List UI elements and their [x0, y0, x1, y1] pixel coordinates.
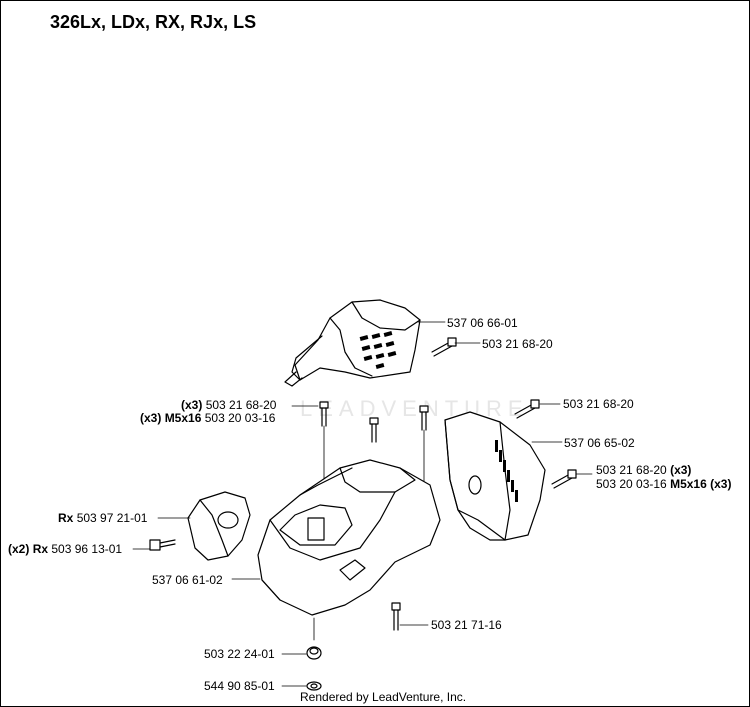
nut-part[interactable]: [306, 681, 322, 691]
spec-text: M5x16: [670, 477, 707, 491]
part-number: 503 20 03-16: [204, 411, 276, 425]
label-air-screw: (x2) Rx 503 96 13-01: [8, 542, 122, 556]
leader-lines: [132, 321, 593, 687]
label-right-top-screw: 503 21 68-20: [563, 397, 634, 411]
label-nut: 544 90 85-01: [204, 679, 275, 693]
part-number: 503 96 13-01: [51, 542, 123, 556]
part-number: 503 97 21-01: [76, 511, 148, 525]
qty-text: (x3): [181, 398, 203, 412]
qty-text: (x2): [8, 542, 30, 556]
label-top-cover: 537 06 66-01: [447, 316, 518, 330]
label-right-screws-2: 503 20 03-16 M5x16 (x3): [596, 477, 731, 491]
air-filter-part[interactable]: [187, 491, 251, 561]
air-screw-part[interactable]: [149, 539, 176, 551]
label-left-screws-2: (x3) M5x16 503 20 03-16: [140, 411, 275, 425]
footer-credit: Rendered by LeadVenture, Inc.: [300, 690, 467, 704]
left-screw-2-part[interactable]: [369, 417, 379, 443]
label-air-filter: Rx 503 97 21-01: [58, 511, 147, 525]
page-title: 326Lx, LDx, RX, RJx, LS: [50, 12, 257, 32]
part-number: 503 20 03-16: [596, 477, 667, 491]
qty-text: (x3): [140, 411, 162, 425]
label-washer: 503 22 24-01: [204, 647, 275, 661]
model-text: Rx: [58, 511, 74, 525]
left-screw-1-part[interactable]: [319, 401, 329, 481]
model-text: Rx: [32, 542, 49, 556]
part-number: 503 21 68-20: [596, 463, 667, 477]
label-top-screw: 503 21 68-20: [482, 337, 553, 351]
muffler-cover-part[interactable]: [444, 411, 546, 541]
right-screw-part[interactable]: [551, 469, 577, 489]
top-cover-part[interactable]: [284, 299, 421, 387]
qty-text: (x3): [670, 463, 692, 477]
label-bottom-screw: 503 21 71-16: [431, 618, 502, 632]
part-number: 503 21 68-20: [205, 398, 277, 412]
label-right-screws-1: 503 21 68-20 (x3): [596, 463, 691, 477]
label-muffler-cover: 537 06 65-02: [564, 436, 635, 450]
qty-text: (x3): [710, 477, 732, 491]
label-engine-cover: 537 06 61-02: [152, 573, 223, 587]
bottom-screw-part[interactable]: [391, 602, 401, 631]
label-left-screws-1: (x3) 503 21 68-20: [181, 398, 276, 412]
washer-part[interactable]: [306, 617, 322, 660]
right-top-screw-part[interactable]: [514, 399, 540, 419]
engine-cover-part[interactable]: [257, 459, 441, 616]
top-screw-part[interactable]: [431, 337, 457, 357]
spec-text: M5x16: [164, 411, 202, 425]
